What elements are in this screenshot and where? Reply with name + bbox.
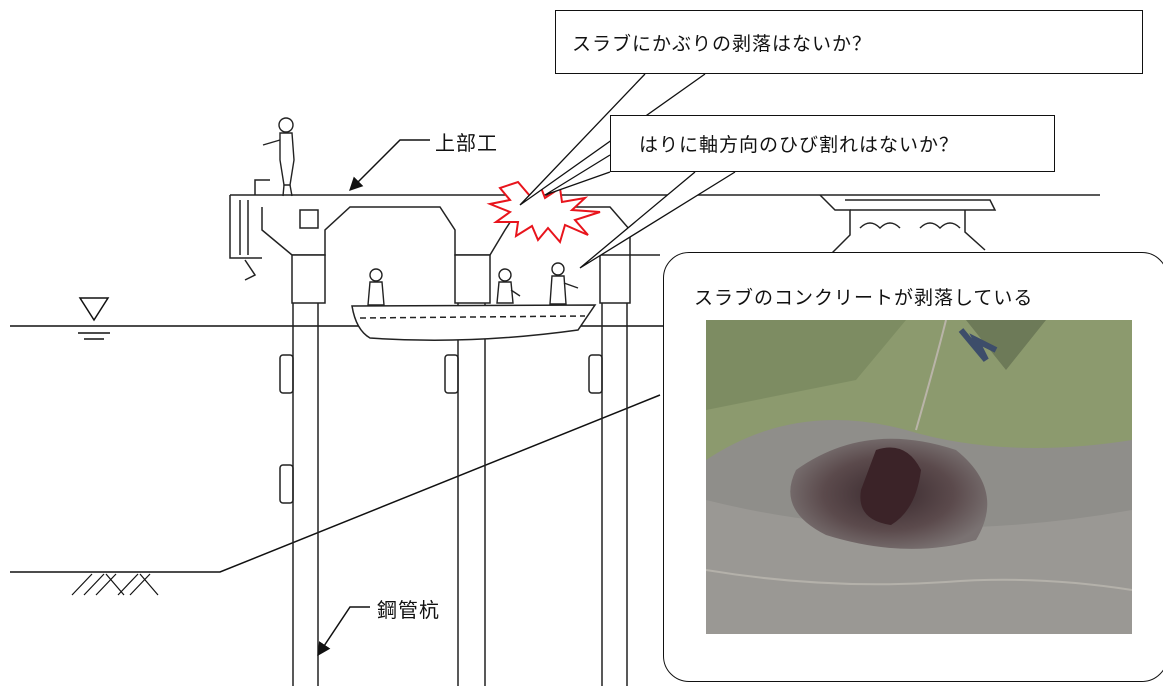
ground-hatching xyxy=(71,573,159,596)
callout-slab-cover-text: スラブにかぶりの剥落はないか？ xyxy=(572,32,873,55)
label-steel-pile: 鋼管杭 xyxy=(377,598,440,622)
pile-caps xyxy=(291,254,631,304)
callout-beam-crack-text: はりに軸方向のひび割れはないか？ xyxy=(639,134,960,156)
superstructure-leader xyxy=(349,139,430,191)
label-superstructure: 上部工 xyxy=(435,131,498,155)
inspector-in-boat-2 xyxy=(496,268,521,304)
callout-slab-cover: スラブにかぶりの剥落はないか？ xyxy=(555,10,1143,74)
callout-beam-crack: はりに軸方向のひび割れはないか？ xyxy=(610,115,1055,172)
steel-pipe-piles xyxy=(279,303,628,686)
spalled-slab-photo xyxy=(706,320,1132,634)
inspector-in-boat-3 xyxy=(549,262,579,305)
damage-burst xyxy=(486,180,601,245)
photo-panel: スラブのコンクリートが剥落している xyxy=(663,252,1163,682)
pile-leader xyxy=(317,606,370,657)
photo-caption: スラブのコンクリートが剥落している xyxy=(694,287,1034,309)
inspection-boat xyxy=(351,304,597,341)
inspector-on-deck xyxy=(262,117,295,197)
inspector-in-boat-1 xyxy=(367,268,385,306)
water-level-symbol xyxy=(78,297,110,340)
seabed-line xyxy=(10,394,661,573)
